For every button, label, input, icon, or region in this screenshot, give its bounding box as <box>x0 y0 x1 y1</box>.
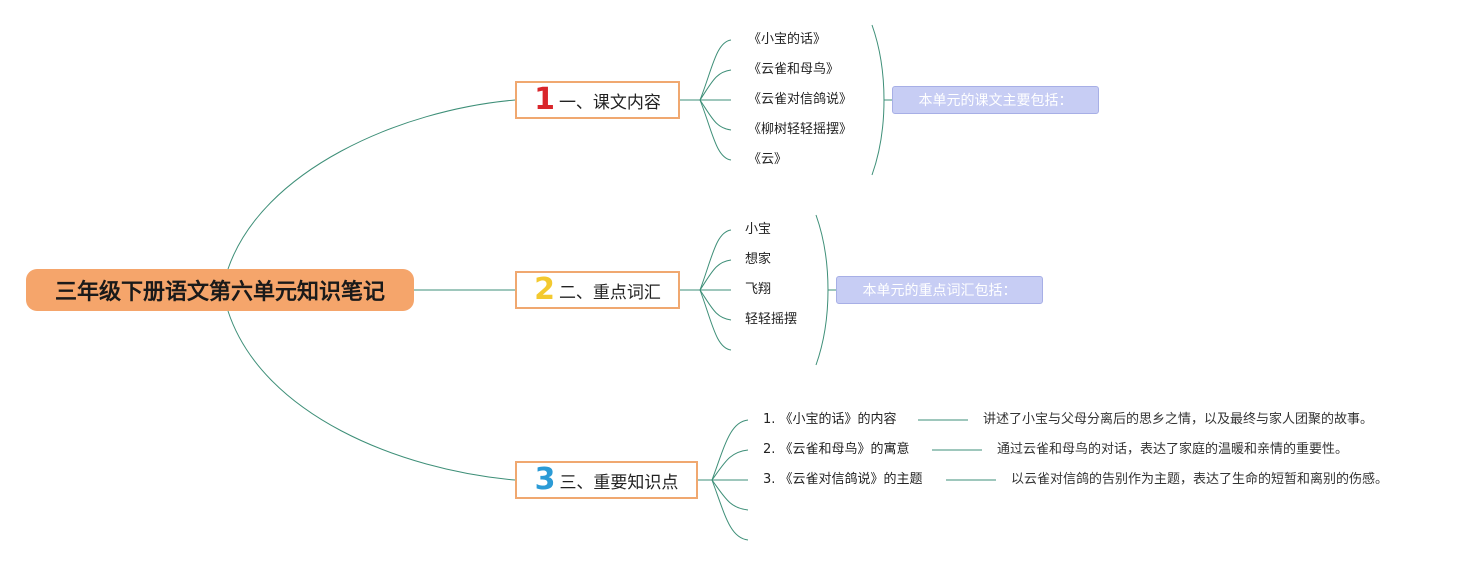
branch-1-number: 1 <box>534 82 555 117</box>
connector-b2-item-4 <box>699 289 732 321</box>
b2-item-2[interactable]: 想家 <box>745 252 772 267</box>
b1-item-3[interactable]: 《云雀对信鸽说》 <box>748 92 853 107</box>
connector-b1-item-2 <box>699 69 732 101</box>
b3-item-2-label[interactable]: 2. 《云雀和母鸟》的寓意 <box>763 442 910 457</box>
b2-item-4[interactable]: 轻轻摇摆 <box>745 312 798 327</box>
b2-summary-box[interactable]: 本单元的重点词汇包括： <box>836 276 1043 304</box>
branch-2-number: 2 <box>534 272 555 307</box>
branch-3-node[interactable]: 3 三、重要知识点 <box>515 461 698 499</box>
connector-b1-item-4 <box>699 99 732 131</box>
branch-1-label: 一、课文内容 <box>558 92 661 113</box>
connector-b3-empty-2 <box>711 479 749 541</box>
branch-3-number: 3 <box>534 462 556 497</box>
b3-item-1-note[interactable]: 讲述了小宝与父母分离后的思乡之情，以及最终与家人团聚的故事。 <box>983 412 1374 427</box>
b3-item-2-note[interactable]: 通过云雀和母鸟的对话，表达了家庭的温暖和亲情的重要性。 <box>997 442 1349 457</box>
b1-item-1[interactable]: 《小宝的话》 <box>748 32 827 47</box>
b1-summary-text: 本单元的课文主要包括： <box>918 93 1073 109</box>
b1-item-2[interactable]: 《云雀和母鸟》 <box>748 62 840 77</box>
connector-b3-empty-1 <box>711 479 749 511</box>
b1-item-4[interactable]: 《柳树轻轻摇摆》 <box>748 122 853 137</box>
bracket-b2 <box>815 214 829 366</box>
b2-item-1[interactable]: 小宝 <box>745 222 772 237</box>
branch-2-label: 二、重点词汇 <box>558 282 661 303</box>
connector-b3-item-1 <box>711 419 749 481</box>
connector-b2-item-1 <box>699 229 732 291</box>
connector-b3-item-2 <box>711 449 749 481</box>
connector-root-branch-3 <box>227 310 516 481</box>
bracket-b1 <box>871 24 885 176</box>
b3-item-3-note[interactable]: 以云雀对信鸽的告别作为主题，表达了生命的短暂和离别的伤感。 <box>1011 472 1389 487</box>
branch-1-node[interactable]: 1 一、课文内容 <box>515 81 680 119</box>
b1-summary-box[interactable]: 本单元的课文主要包括： <box>892 86 1099 114</box>
connector-root-branch-1 <box>227 99 516 270</box>
b3-item-1-label[interactable]: 1. 《小宝的话》的内容 <box>763 412 897 427</box>
root-title: 三年级下册语文第六单元知识笔记 <box>54 280 385 305</box>
branch-2-node[interactable]: 2 二、重点词汇 <box>515 271 680 309</box>
b1-item-5[interactable]: 《云》 <box>748 152 788 167</box>
root-topic[interactable]: 三年级下册语文第六单元知识笔记 <box>26 269 414 311</box>
b3-item-3-label[interactable]: 3. 《云雀对信鸽说》的主题 <box>763 472 923 487</box>
connector-b1-item-5 <box>699 99 732 161</box>
b2-summary-text: 本单元的重点词汇包括： <box>862 283 1017 299</box>
connector-b1-item-1 <box>699 39 732 101</box>
connector-b2-empty <box>699 289 732 351</box>
branch-3-label: 三、重要知识点 <box>559 472 679 493</box>
b2-item-3[interactable]: 飞翔 <box>745 282 772 297</box>
connector-b2-item-2 <box>699 259 732 291</box>
